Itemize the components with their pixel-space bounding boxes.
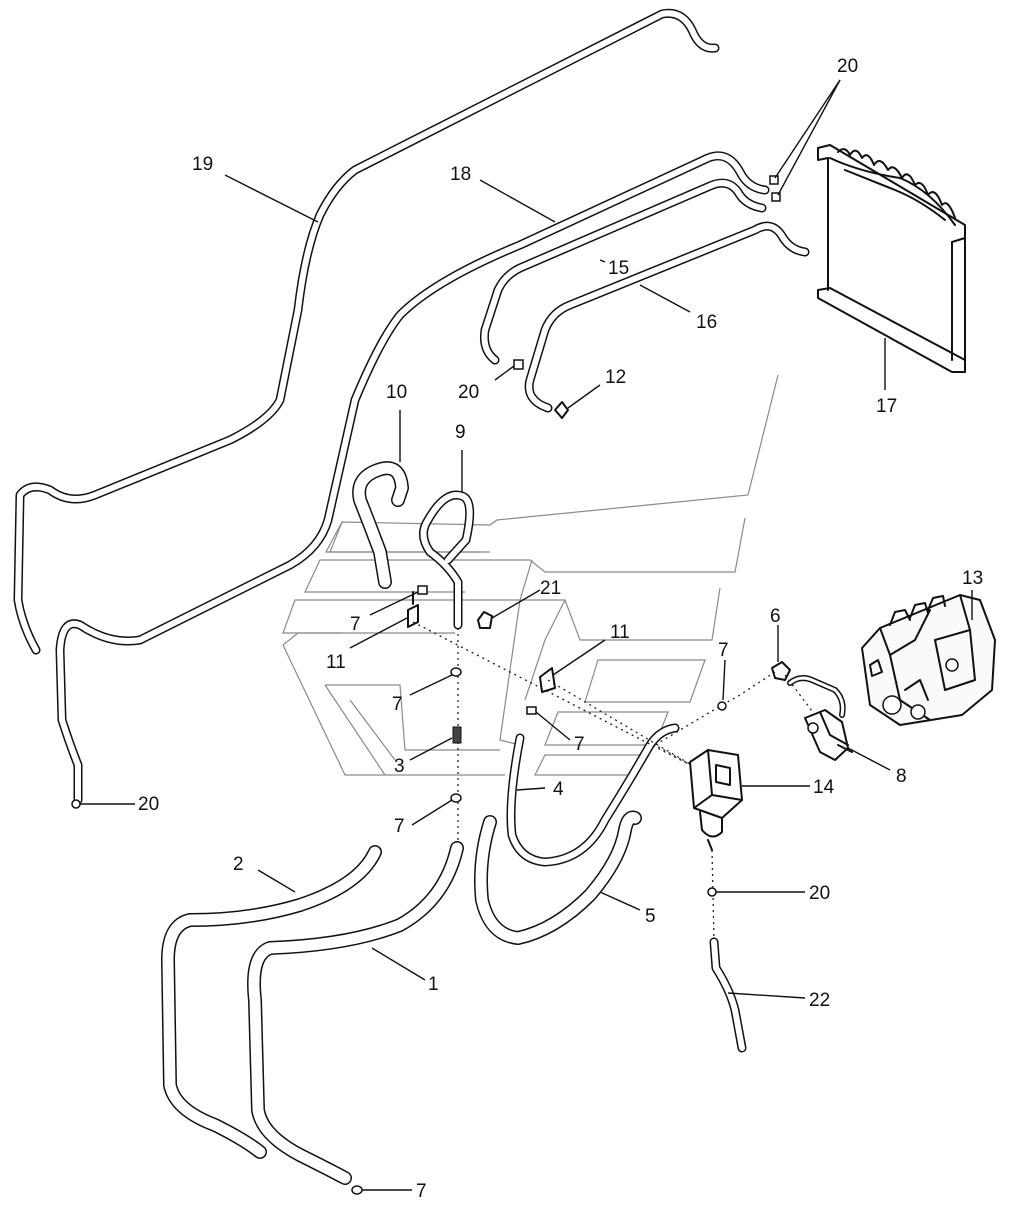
callout-10: 10 xyxy=(386,382,407,403)
callout-7-d: 7 xyxy=(574,734,585,755)
hose-2 xyxy=(161,845,382,1159)
fuel-injection-pump xyxy=(861,594,996,726)
callout-7-e: 7 xyxy=(718,640,729,661)
hose-9 xyxy=(419,490,475,630)
clamp-7-bottom xyxy=(351,1185,363,1195)
callout-11-right: 11 xyxy=(610,622,630,643)
nut-20-bottom xyxy=(707,887,717,897)
hose-5 xyxy=(474,810,642,945)
callout-7-bottom: 7 xyxy=(416,1181,427,1202)
fuel-cooler xyxy=(817,144,966,373)
hose-4 xyxy=(506,723,680,867)
callout-9: 9 xyxy=(455,422,466,443)
callout-12: 12 xyxy=(605,367,626,388)
callout-22: 22 xyxy=(809,990,830,1011)
callout-7-c: 7 xyxy=(394,816,405,837)
washer-7-c xyxy=(450,793,462,803)
chassis-ghost-outline xyxy=(282,374,779,776)
callout-17: 17 xyxy=(876,396,897,417)
callout-20-mid: 20 xyxy=(458,382,479,403)
washer-7-d xyxy=(526,706,537,715)
callout-7-b: 7 xyxy=(392,694,403,715)
nut-20-mid xyxy=(513,359,524,370)
assembly-lines xyxy=(412,621,816,941)
callout-3: 3 xyxy=(394,756,405,777)
fuel-tube-18 xyxy=(55,151,770,805)
fuel-tube-15 xyxy=(480,178,767,365)
washer-7-b xyxy=(450,667,462,677)
callout-21: 21 xyxy=(540,578,561,599)
priming-pump xyxy=(787,675,853,761)
fuel-filter xyxy=(689,749,743,851)
callout-1: 1 xyxy=(428,974,439,995)
callout-20-left: 20 xyxy=(138,794,159,815)
callout-18: 18 xyxy=(450,164,471,185)
callout-5: 5 xyxy=(645,906,656,927)
callout-11-left: 11 xyxy=(326,652,346,673)
callout-labels: 19 18 15 16 20 17 20 12 10 9 13 21 7 11 … xyxy=(138,56,983,1202)
elbow-6 xyxy=(771,661,791,681)
callout-16: 16 xyxy=(696,312,717,333)
nut-20-top-b xyxy=(771,192,781,202)
callout-15: 15 xyxy=(608,258,629,279)
hose-10 xyxy=(352,461,409,589)
callout-19: 19 xyxy=(192,154,213,175)
callout-6: 6 xyxy=(770,606,781,627)
callout-4: 4 xyxy=(553,779,564,800)
leader-lines xyxy=(80,79,973,1191)
washer-7-a xyxy=(417,585,428,595)
nut-20-left xyxy=(71,799,81,809)
callout-8: 8 xyxy=(896,766,907,787)
fuel-tube-16 xyxy=(524,221,810,413)
callout-13: 13 xyxy=(962,568,983,589)
banjo-11-left xyxy=(407,604,419,628)
nut-20-top-a xyxy=(769,175,779,185)
hose-22 xyxy=(709,937,747,1053)
hose-1 xyxy=(247,841,464,1185)
clip-12 xyxy=(554,401,569,419)
banjo-11-right xyxy=(539,667,556,693)
callout-7-a: 7 xyxy=(350,614,361,635)
callout-20-bottom: 20 xyxy=(809,883,830,904)
fuel-tube-19 xyxy=(13,8,720,655)
callout-14: 14 xyxy=(813,777,835,798)
washer-7-e xyxy=(717,701,727,711)
clip-21 xyxy=(477,611,493,629)
callout-20-top: 20 xyxy=(837,56,858,77)
connector-3 xyxy=(452,726,462,744)
callout-2: 2 xyxy=(233,854,244,875)
